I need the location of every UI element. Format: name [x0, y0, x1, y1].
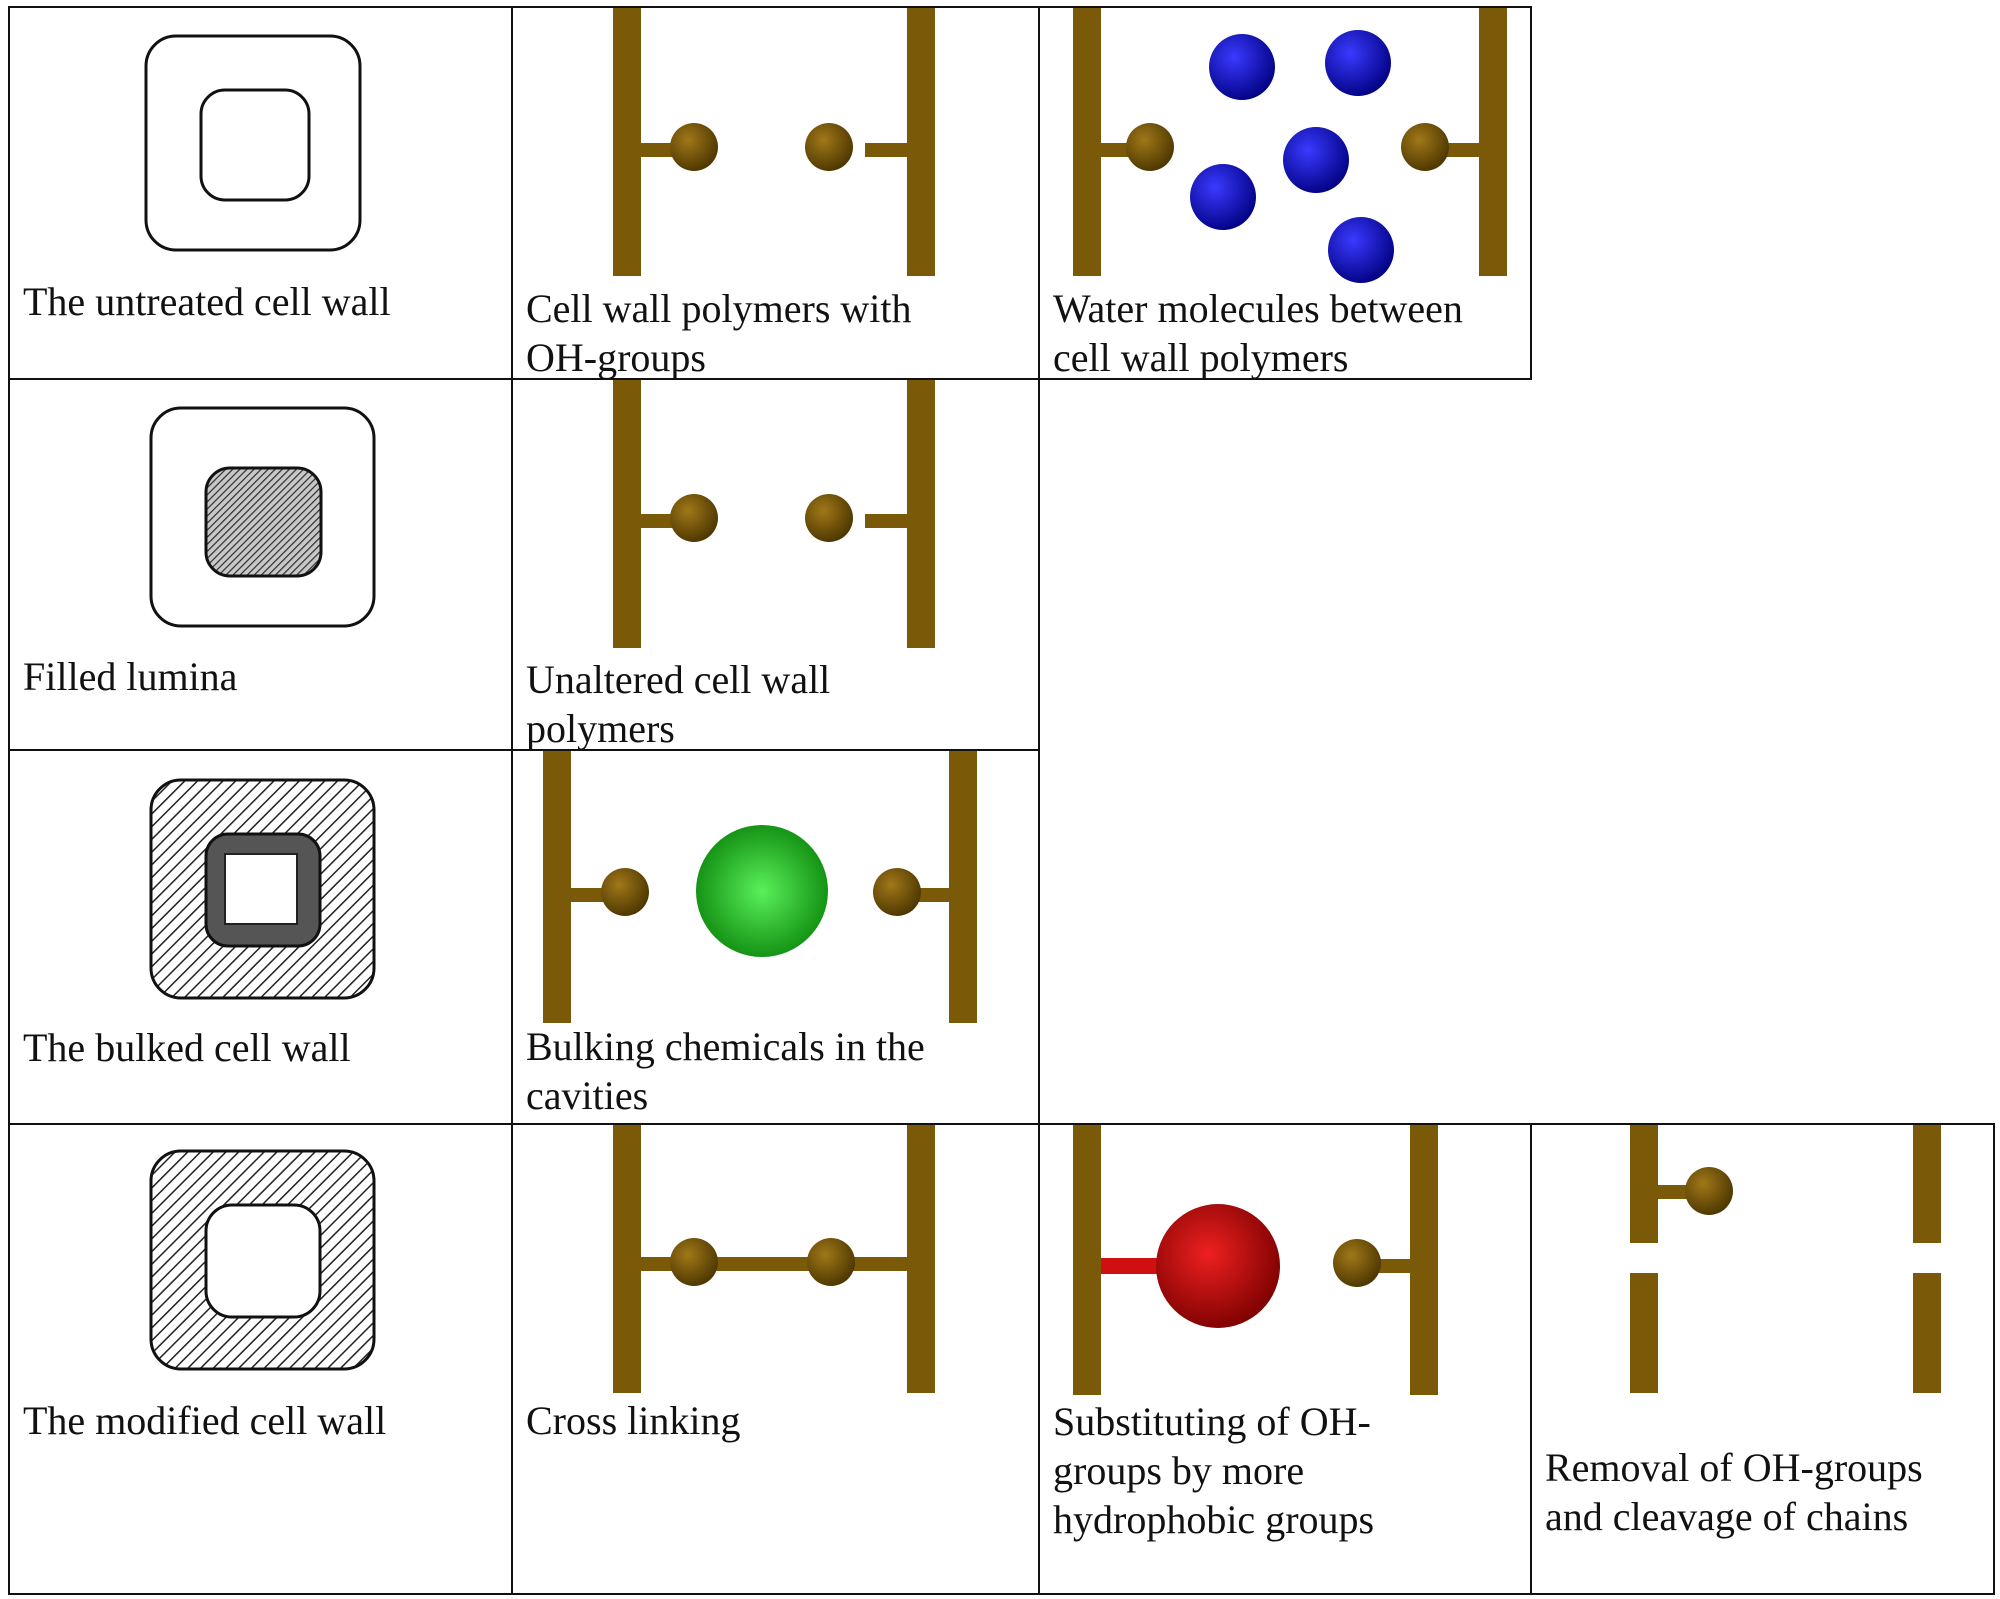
cell-polymers-with-oh-groups: Cell wall polymers with OH-groups: [511, 6, 1040, 380]
water-molecule: [1325, 30, 1391, 96]
water-molecule: [1190, 164, 1256, 230]
oh-group: [805, 494, 853, 542]
caption-line: and cleavage of chains: [1545, 1494, 1909, 1539]
lumen: [224, 853, 298, 925]
oh-group: [1685, 1167, 1733, 1215]
caption-line: Bulking chemicals in the: [526, 1024, 925, 1069]
bulking-chemical-figure: [543, 751, 977, 1023]
polymer-chain: [613, 380, 641, 648]
hydrophobic-bond: [1101, 1258, 1171, 1274]
oh-group: [670, 123, 718, 171]
oh-group: [601, 868, 649, 916]
caption-line: Water molecules between: [1053, 286, 1463, 331]
caption-line: Cross linking: [526, 1398, 741, 1443]
lumen-outline: [204, 1203, 322, 1319]
cell-bulked-cell-wall: The bulked cell wall: [8, 749, 513, 1125]
caption-line: cell wall polymers: [1053, 335, 1349, 380]
polymer-chain: [907, 1125, 935, 1393]
filled-lumina-figure: [149, 406, 376, 628]
oh-group: [1401, 123, 1449, 171]
polymer-chain-segment: [1913, 1125, 1941, 1243]
oh-group: [805, 123, 853, 171]
oh-bond: [865, 514, 907, 528]
unaltered-polymers-figure: [613, 380, 935, 648]
caption-line: Filled lumina: [23, 654, 238, 699]
water-molecules-figure: [1073, 8, 1507, 283]
polymer-chain: [949, 751, 977, 1023]
bulked-cell-wall-figure: [149, 778, 376, 1000]
cell-substitution: Substituting of OH- groups by more hydro…: [1038, 1123, 1532, 1595]
oh-bond: [865, 143, 907, 157]
polymer-chain-segment: [1630, 1273, 1658, 1393]
lumen-outline: [199, 88, 311, 202]
linked-group: [670, 1238, 718, 1286]
cell-cross-linking: Cross linking: [511, 1123, 1040, 1595]
cell-bulking-chemical: Bulking chemicals in the cavities: [511, 749, 1040, 1125]
caption-line: OH-groups: [526, 335, 706, 380]
linked-group: [807, 1238, 855, 1286]
untreated-cell-wall-figure: [144, 34, 362, 252]
oh-group: [873, 868, 921, 916]
polymer-chain: [907, 8, 935, 276]
polymer-chain: [613, 8, 641, 276]
polymer-chain: [907, 380, 935, 648]
water-molecule: [1283, 127, 1349, 193]
water-molecule: [1209, 34, 1275, 100]
cell-unaltered-polymers: Unaltered cell wall polymers: [511, 378, 1040, 751]
cell-water-molecules: Water molecules between cell wall polyme…: [1038, 6, 1532, 380]
polymer-chain-segment: [1913, 1273, 1941, 1393]
caption-line: Substituting of OH-: [1053, 1399, 1371, 1444]
caption-line: The untreated cell wall: [23, 279, 391, 324]
cell-modified-cell-wall: The modified cell wall: [8, 1123, 513, 1595]
caption-line: polymers: [526, 706, 675, 751]
hydrophobic-group: [1156, 1204, 1280, 1328]
oh-group: [1333, 1239, 1381, 1287]
water-molecule: [1328, 217, 1394, 283]
caption-line: Cell wall polymers with: [526, 286, 912, 331]
polymer-chain: [1073, 1125, 1101, 1395]
filled-lumen: [204, 466, 323, 578]
modified-cell-wall-figure: [149, 1149, 376, 1371]
substitution-figure: [1073, 1125, 1438, 1395]
cell-filled-lumina: Filled lumina: [8, 378, 513, 751]
bulking-chemical-molecule: [696, 825, 828, 957]
oh-bond: [1440, 143, 1479, 157]
polymer-chain: [613, 1125, 641, 1393]
caption-line: The bulked cell wall: [23, 1025, 351, 1070]
polymer-chain: [1410, 1125, 1438, 1395]
removal-cleavage-figure: [1630, 1125, 1941, 1393]
cell-untreated-cell-wall: The untreated cell wall: [8, 6, 513, 380]
polymer-chain: [543, 751, 571, 1023]
polymer-chain-segment: [1630, 1125, 1658, 1243]
caption-line: Removal of OH-groups: [1545, 1445, 1923, 1490]
caption-line: The modified cell wall: [23, 1398, 387, 1443]
cell-removal-cleavage: Removal of OH-groups and cleavage of cha…: [1530, 1123, 1995, 1595]
caption-line: groups by more: [1053, 1448, 1305, 1493]
oh-group: [1126, 123, 1174, 171]
caption-line: Unaltered cell wall: [526, 657, 831, 702]
caption-line: hydrophobic groups: [1053, 1497, 1375, 1542]
polymer-chain: [1479, 8, 1507, 276]
caption-line: cavities: [526, 1073, 649, 1118]
cross-linking-figure: [613, 1125, 935, 1393]
oh-group: [670, 494, 718, 542]
polymers-with-oh-groups-figure: [613, 8, 935, 276]
polymer-chain: [1073, 8, 1101, 276]
